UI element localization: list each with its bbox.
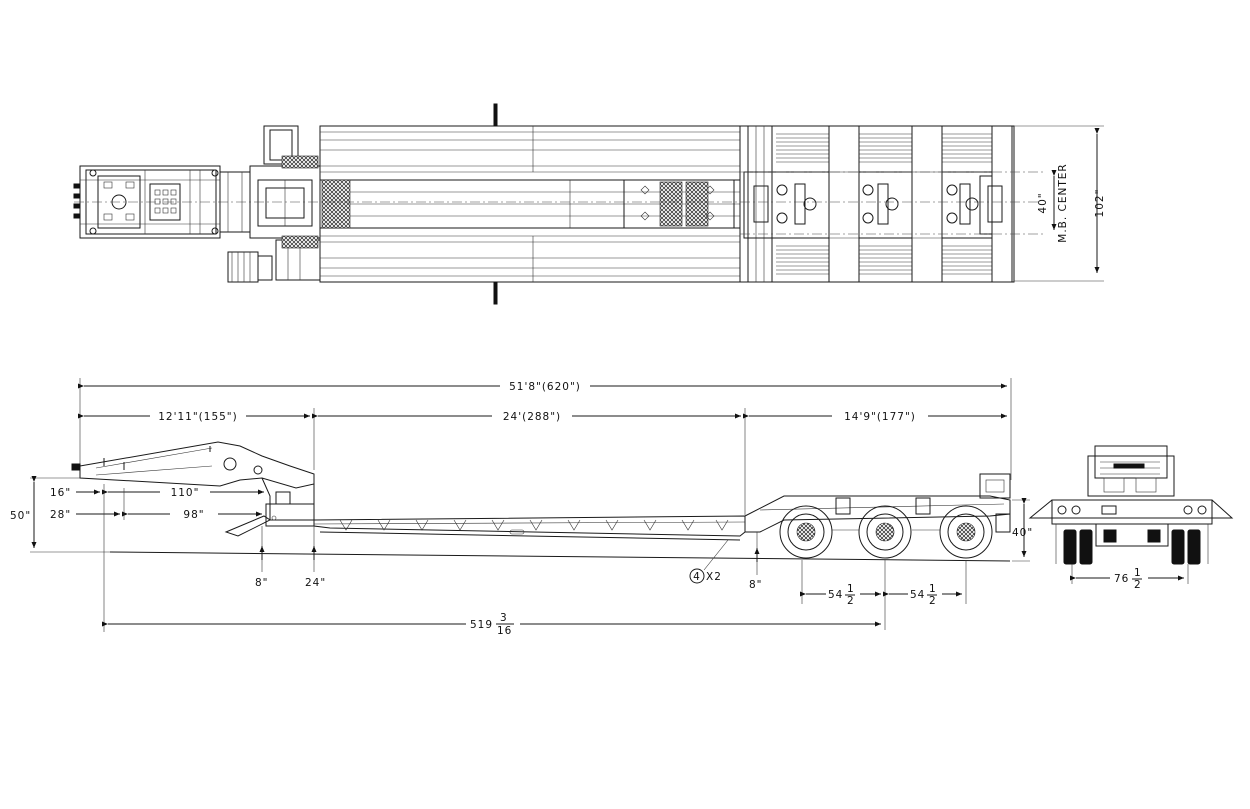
gn-98-label: 98" — [183, 509, 204, 521]
top-tires-lower — [776, 245, 1008, 275]
dim-width-102: 102" — [1014, 125, 1106, 282]
mb-40-label: 40" — [1037, 192, 1049, 213]
top-gooseneck — [73, 165, 251, 239]
rear-view: 76 1 2 — [1028, 445, 1234, 591]
dim-gn-28: 28" — [50, 509, 120, 521]
dim-axle-1: 54 1 2 — [800, 583, 881, 607]
side-rear — [744, 473, 1011, 559]
axle-2-den: 2 — [929, 595, 937, 607]
gooseneck-length-label: 12'11"(155") — [158, 411, 238, 423]
side-view: 51'8"(620") 12'11"(155") 24'(288") 14'9"… — [10, 378, 1033, 637]
dim-rear: 14'9"(177") — [743, 411, 1007, 423]
dim-gn-16: 16" — [50, 487, 100, 499]
overall-length-label: 51'8"(620") — [509, 381, 581, 393]
gn-110-label: 110" — [171, 487, 200, 499]
top-deck — [319, 103, 741, 305]
dim-gooseneck: 12'11"(155") — [78, 411, 310, 423]
axle-2-whole: 54 — [910, 589, 925, 601]
dim-mb-center: 40" M.B. CENTER — [1037, 163, 1069, 242]
axle-2-num: 1 — [929, 583, 937, 595]
kingpin-num: 3 — [500, 612, 508, 624]
rear-76-num: 1 — [1134, 567, 1142, 579]
low-24-label: 24" — [305, 577, 326, 589]
side-gooseneck — [71, 441, 315, 537]
dim-gn-98: 98" — [122, 509, 262, 521]
low-8-front-label: 8" — [255, 577, 269, 589]
dim-kingpin: 519 3 16 — [102, 612, 881, 637]
top-view: 102" 40" M.B. CENTER — [73, 103, 1106, 305]
gn-28-label: 28" — [50, 509, 71, 521]
dim-rear-76: 76 1 2 — [1070, 567, 1184, 591]
dim-gn-110: 110" — [102, 487, 264, 499]
callout-4x2: 4 X2 — [689, 539, 729, 584]
rear-76-den: 2 — [1134, 579, 1142, 591]
axle-1-den: 2 — [847, 595, 855, 607]
rear-length-label: 14'9"(177") — [844, 411, 916, 423]
rear-40-label: 40" — [1012, 527, 1033, 539]
top-tires-upper — [776, 133, 1008, 163]
mb-center-label: M.B. CENTER — [1057, 163, 1069, 242]
axle-1-num: 1 — [847, 583, 855, 595]
rear-8-label: 8" — [749, 579, 763, 591]
dim-deck: 24'(288") — [312, 411, 741, 423]
dim-rear-40: 40" — [1012, 498, 1033, 562]
axle-1-whole: 54 — [828, 589, 843, 601]
callout-mult: X2 — [706, 571, 722, 583]
dim-axle-2: 54 1 2 — [883, 583, 962, 607]
width-102-label: 102" — [1094, 189, 1106, 218]
kingpin-whole: 519 — [470, 619, 493, 631]
callout-number: 4 — [693, 571, 701, 583]
gn-16-label: 16" — [50, 487, 71, 499]
side-deck — [313, 515, 746, 541]
deck-length-label: 24'(288") — [503, 411, 561, 423]
ground-line — [109, 551, 1011, 562]
top-rear — [739, 125, 1015, 283]
dim-overall: 51'8"(620") — [78, 381, 1007, 393]
deck-stake-pockets — [339, 519, 729, 531]
kingpin-den: 16 — [497, 625, 512, 637]
rear-76-whole: 76 — [1114, 573, 1129, 585]
gn-50-label: 50" — [10, 510, 31, 522]
